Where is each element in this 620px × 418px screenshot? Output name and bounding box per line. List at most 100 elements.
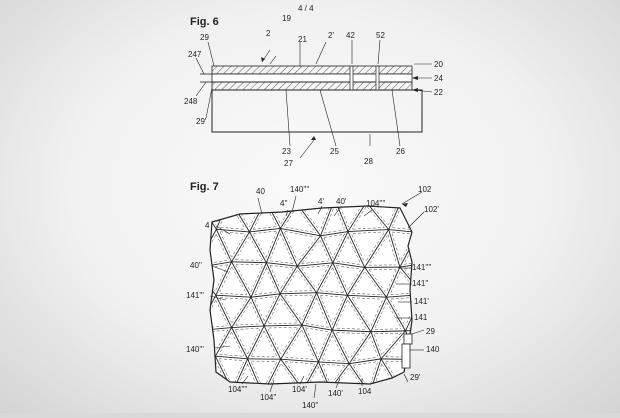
label-4-dprime: 4'' bbox=[280, 199, 288, 208]
mesh-edge bbox=[438, 296, 453, 329]
label-19: 19 bbox=[282, 14, 291, 23]
mesh-edge bbox=[436, 230, 455, 262]
label-28: 28 bbox=[364, 157, 373, 166]
mesh-strip-line bbox=[236, 394, 259, 396]
mesh-strip-line bbox=[233, 196, 261, 198]
mesh-edge bbox=[418, 232, 435, 261]
mesh-strip-line bbox=[436, 233, 450, 257]
label-141: 141 bbox=[414, 313, 428, 322]
label-22: 22 bbox=[434, 88, 443, 97]
mesh-strip-line bbox=[407, 199, 432, 200]
label-248: 248 bbox=[184, 97, 198, 106]
label-104-prime: 104' bbox=[292, 385, 307, 394]
mesh-strip-line bbox=[440, 235, 454, 259]
mesh-strip-line bbox=[301, 202, 330, 205]
label-29-prime-fig7: 29' bbox=[410, 373, 421, 382]
mesh-strip-line bbox=[434, 367, 446, 390]
label-2: 2 bbox=[266, 29, 271, 38]
mesh-edge bbox=[403, 197, 436, 198]
label-140-quad: 140'''' bbox=[290, 185, 310, 194]
mesh-strip-line bbox=[306, 387, 327, 388]
mesh-strip-line bbox=[442, 301, 453, 326]
mesh-edge bbox=[438, 329, 450, 364]
mesh-strip-line bbox=[202, 362, 216, 391]
mesh-edge bbox=[303, 389, 330, 390]
mesh-strip-line bbox=[374, 396, 400, 397]
mesh-strip-line bbox=[438, 299, 449, 324]
label-52: 52 bbox=[376, 31, 385, 40]
label-29: 29 bbox=[200, 33, 209, 42]
middle-layer bbox=[212, 74, 412, 82]
label-20: 20 bbox=[434, 60, 443, 69]
substrate-block bbox=[212, 90, 422, 132]
insert-52 bbox=[376, 66, 379, 90]
label-140-prime: 140' bbox=[328, 389, 343, 398]
mesh-strip-line bbox=[423, 362, 446, 365]
label-2-prime: 2' bbox=[328, 31, 334, 40]
fig-6-title: Fig. 6 bbox=[190, 16, 219, 28]
fig-6: Fig. 6 bbox=[184, 14, 443, 168]
top-layer bbox=[212, 66, 412, 74]
fig-7-title: Fig. 7 bbox=[190, 181, 219, 193]
mesh-strip-line bbox=[202, 200, 226, 202]
bottom-layer bbox=[212, 82, 412, 90]
mesh-strip-line bbox=[201, 196, 225, 198]
mesh-strip-line bbox=[422, 235, 435, 257]
page-number: 4 / 4 bbox=[298, 4, 314, 13]
label-29-fig7: 29 bbox=[426, 327, 435, 336]
mesh-strip-line bbox=[426, 297, 449, 298]
mesh-strip-line bbox=[423, 228, 450, 230]
mesh-strip-line bbox=[424, 358, 447, 361]
mesh-strip-line bbox=[407, 195, 432, 196]
label-24: 24 bbox=[434, 74, 443, 83]
mesh-strip-line bbox=[438, 369, 450, 392]
mesh-edge bbox=[370, 394, 404, 395]
mesh-strip-line bbox=[423, 233, 450, 235]
fig-7: Fig. 7 bbox=[186, 181, 454, 410]
label-141-tprime: 141''' bbox=[186, 291, 204, 300]
label-42: 42 bbox=[346, 31, 355, 40]
mesh-strip-line bbox=[202, 390, 229, 392]
mesh-edge bbox=[198, 356, 216, 395]
label-141-dprime: 141'' bbox=[412, 279, 429, 288]
mesh-strip-line bbox=[374, 392, 400, 393]
mesh-edge bbox=[420, 360, 434, 395]
label-141-quad: 141'''' bbox=[412, 263, 432, 272]
label-40-prime: 40' bbox=[336, 197, 347, 206]
tab-29 bbox=[404, 334, 412, 344]
mesh-strip-line bbox=[426, 293, 449, 294]
mesh-strip-line bbox=[301, 198, 330, 201]
tab-140 bbox=[402, 344, 410, 368]
insert-42 bbox=[350, 66, 353, 90]
mesh-strip-line bbox=[196, 233, 212, 262]
mesh-strip-line bbox=[441, 333, 450, 359]
label-23: 23 bbox=[282, 147, 291, 156]
mesh-edge bbox=[436, 198, 454, 230]
label-40-dprime: 40'' bbox=[190, 261, 202, 270]
label-29-prime: 29' bbox=[196, 117, 207, 126]
mesh-strip-line bbox=[419, 365, 430, 392]
mesh-strip-line bbox=[202, 394, 229, 396]
mesh-edge bbox=[229, 198, 266, 200]
label-40: 40 bbox=[256, 187, 265, 196]
mesh-strip-line bbox=[423, 363, 434, 390]
label-4-prime: 4' bbox=[318, 197, 324, 206]
label-102-prime: 102' bbox=[424, 205, 439, 214]
mesh-strip-line bbox=[198, 298, 212, 325]
mesh-strip-line bbox=[440, 265, 453, 291]
mesh-edge bbox=[198, 198, 229, 201]
mesh-edge bbox=[420, 360, 450, 364]
mesh-strip-line bbox=[440, 201, 454, 226]
label-140-tprime: 140''' bbox=[186, 345, 204, 354]
label-104-quad-bottom: 104'''' bbox=[228, 385, 248, 394]
mesh-strip-line bbox=[419, 237, 432, 259]
mesh-strip-line bbox=[198, 360, 212, 389]
mesh-strip-line bbox=[306, 392, 327, 393]
label-26: 26 bbox=[396, 147, 405, 156]
label-25: 25 bbox=[330, 147, 339, 156]
label-21: 21 bbox=[298, 35, 307, 44]
label-4: 4 bbox=[205, 221, 210, 230]
mesh-edge bbox=[434, 364, 450, 395]
